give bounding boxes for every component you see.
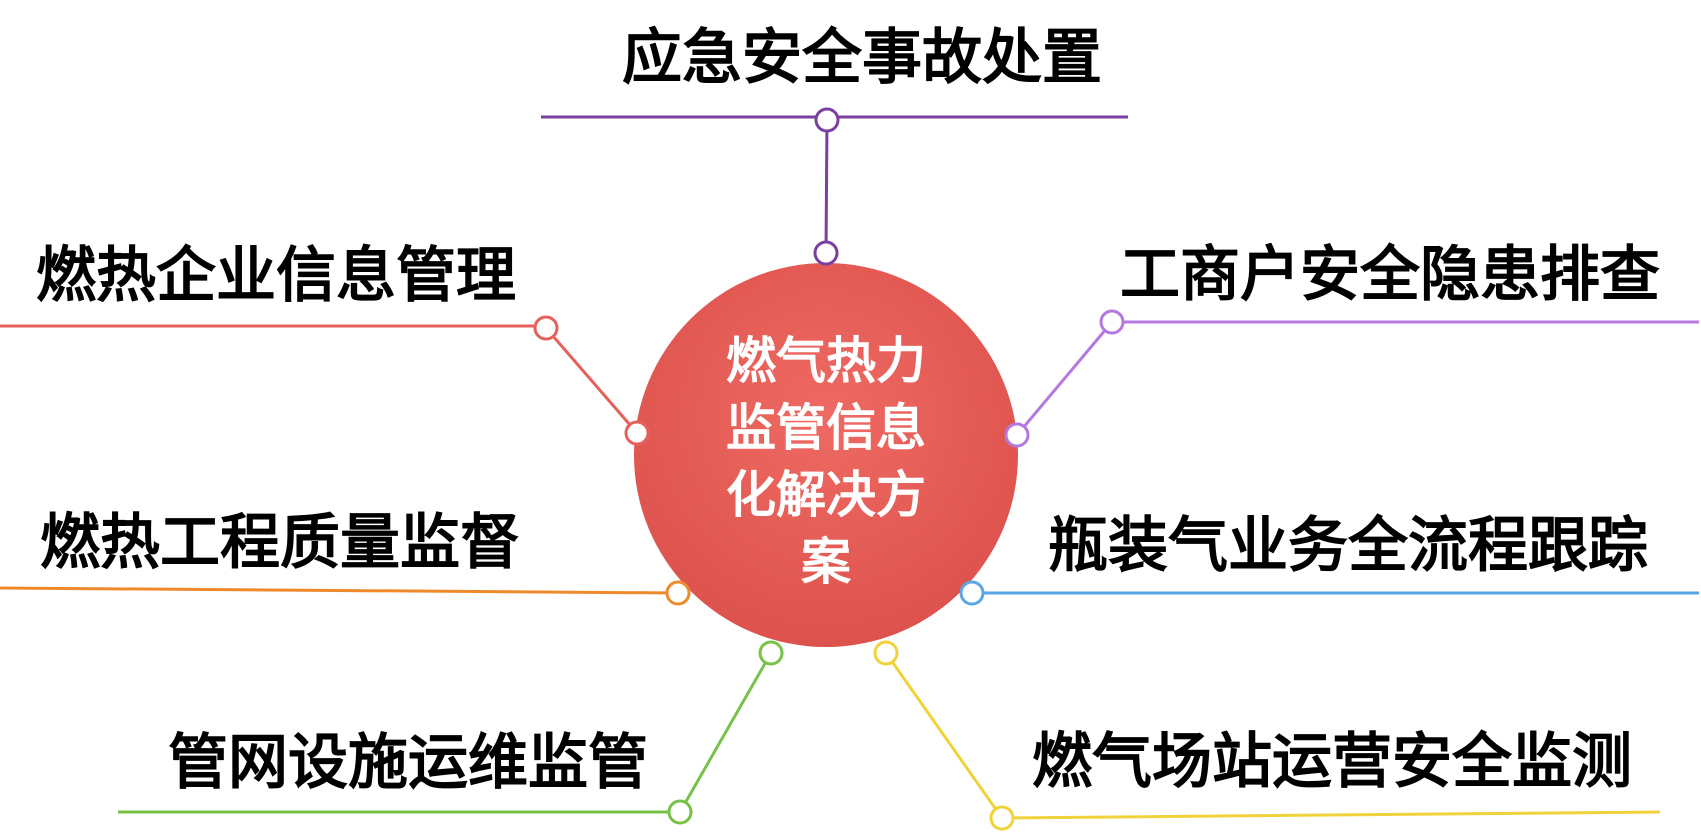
branch-right-1-connector — [1015, 321, 1114, 436]
branch-left-2: 燃热工程质量监督 — [0, 507, 691, 606]
branch-left-1-inner-node — [624, 420, 650, 446]
branch-top-label: 应急安全事故处置 — [622, 23, 1102, 93]
branch-left-2-baseline — [0, 586, 679, 595]
branch-left-1-connector — [544, 327, 639, 434]
branch-top-connector — [824, 119, 829, 254]
branch-left-3-outer-node — [667, 799, 693, 825]
branch-right-1-outer-node — [1099, 309, 1125, 335]
branch-top: 应急安全事故处置 — [541, 22, 1128, 266]
branch-right-3-connector — [884, 652, 1004, 819]
branch-right-3: 燃气场站运营安全监测 — [873, 640, 1661, 831]
branch-right-1-inner-node — [1004, 422, 1030, 448]
branch-right-3-label: 燃气场站运营安全监测 — [1032, 727, 1632, 797]
branch-left-3-inner-node — [758, 640, 784, 666]
branch-left-3-connector — [678, 652, 773, 813]
center-circle — [634, 263, 1018, 647]
branch-left-1: 燃热企业信息管理 — [0, 240, 650, 446]
branch-right-3-baseline — [1001, 810, 1661, 820]
branch-top-outer-node — [814, 107, 840, 133]
branch-right-2-label: 瓶装气业务全流程跟踪 — [1048, 511, 1648, 581]
center-label-line-3: 化解决方 — [726, 466, 926, 524]
center-node: 燃气热力 监管信息 化解决方 案 — [634, 263, 1018, 647]
branch-right-3-inner-node — [873, 640, 899, 666]
branch-right-1: 工商户安全隐患排查 — [1004, 239, 1699, 448]
branch-left-2-label: 燃热工程质量监督 — [40, 508, 520, 578]
branch-right-1-label: 工商户安全隐患排查 — [1120, 240, 1660, 310]
branch-right-3-outer-node — [989, 805, 1015, 831]
branch-left-2-inner-node — [665, 580, 691, 606]
branch-right-2-inner-node — [959, 580, 985, 606]
branch-top-inner-node — [813, 240, 839, 266]
branch-right-2: 瓶装气业务全流程跟踪 — [959, 510, 1699, 606]
center-label-line-2: 监管信息 — [726, 399, 926, 457]
center-label-line-1: 燃气热力 — [726, 332, 926, 390]
branch-left-1-outer-node — [533, 315, 559, 341]
center-label-line-4: 案 — [801, 533, 852, 591]
branch-left-3-label: 管网设施运维监管 — [168, 728, 648, 798]
branch-left-1-label: 燃热企业信息管理 — [36, 241, 516, 311]
branch-left-3: 管网设施运维监管 — [118, 640, 784, 825]
